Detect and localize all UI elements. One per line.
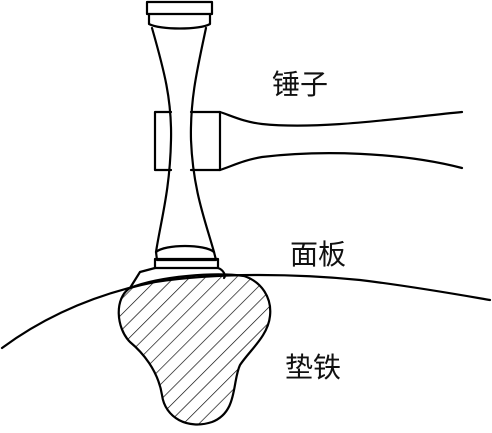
hammer-top-cap	[145, 0, 214, 16]
hammer-eye-right	[189, 110, 222, 172]
hammer-head	[145, 0, 220, 270]
panel-curve	[0, 273, 492, 350]
hammer-eye	[153, 110, 222, 172]
label-backing-iron: 垫铁	[285, 351, 341, 384]
hammer-body-right-edge	[189, 26, 216, 254]
hammer-bottom-cap	[153, 257, 220, 270]
backing-iron-outline	[117, 273, 272, 426]
label-hammer: 锤子	[272, 68, 328, 101]
hammer-bottom-face	[154, 244, 218, 262]
hammer-body-left-edge	[150, 26, 173, 254]
hammer-handle-bottom-edge	[218, 152, 464, 172]
hammer-eye-left	[153, 110, 173, 172]
hammer-handle-top-edge	[218, 110, 464, 127]
hammer-top-face	[147, 12, 212, 30]
panel-contact-wedge	[128, 266, 157, 290]
label-panel: 面板	[290, 238, 346, 271]
hammer-handle	[218, 110, 464, 172]
backing-iron	[117, 273, 272, 426]
